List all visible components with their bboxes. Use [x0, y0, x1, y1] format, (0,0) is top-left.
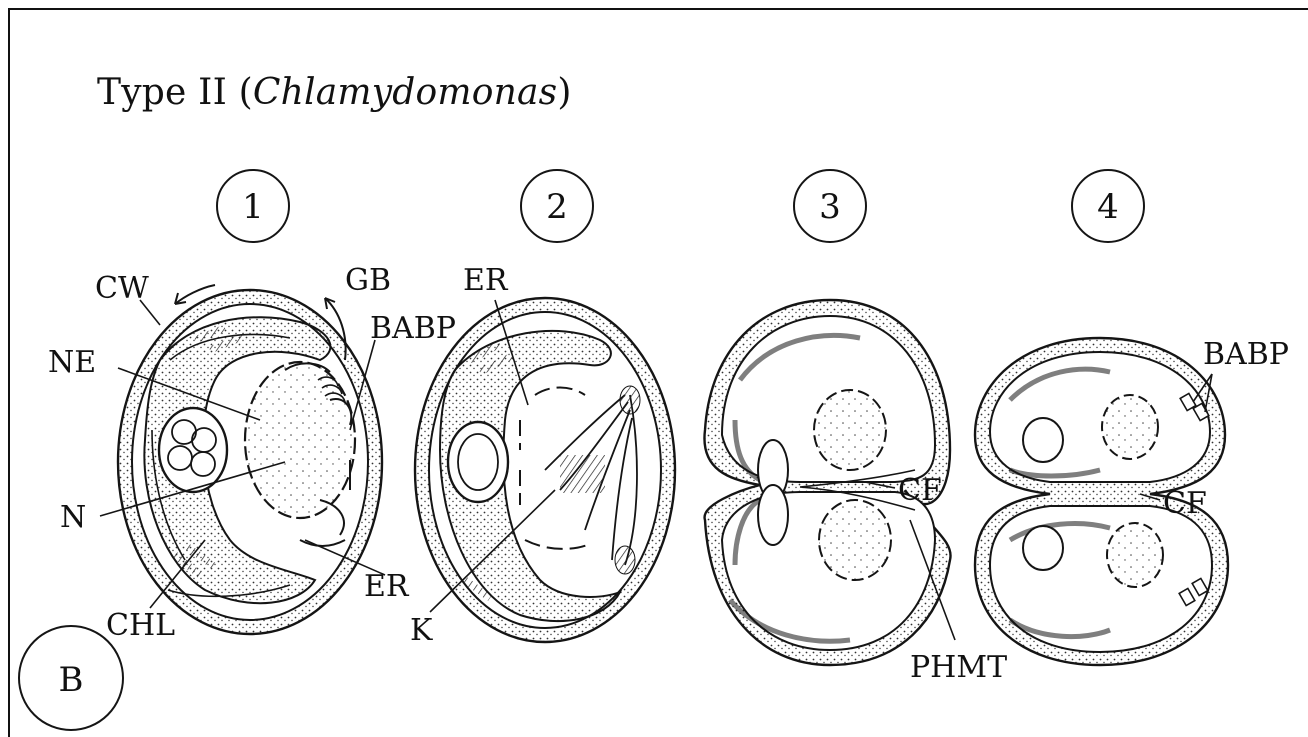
label-phmt: PHMT [910, 650, 1007, 685]
label-ne: NE [48, 345, 96, 380]
stage-number-1-text: 1 [242, 187, 264, 227]
label-n: N [60, 500, 86, 535]
label-gb: GB [345, 263, 391, 298]
nucleus-3-lower [819, 500, 891, 580]
label-babp-1: BABP [370, 311, 456, 346]
label-cw: CW [95, 271, 149, 306]
stage-number-2: 2 [521, 170, 593, 242]
label-er-1: ER [364, 569, 410, 604]
pyrenoid-3 [758, 440, 788, 545]
label-er-2: ER [463, 263, 509, 298]
nucleus-4-upper [1102, 395, 1158, 459]
label-chl: CHL [106, 608, 175, 643]
pyrenoid-1 [159, 408, 227, 492]
cell-stage-2 [415, 298, 675, 642]
pyrenoid-2 [448, 422, 508, 502]
nucleus-4-lower [1107, 523, 1163, 587]
panel-letter-badge: B [19, 626, 123, 730]
cell-stage-1 [118, 285, 382, 634]
nucleus-3-upper [814, 390, 886, 470]
stage-number-2-text: 2 [546, 187, 568, 227]
stage-number-4: 4 [1072, 170, 1144, 242]
panel-letter: B [59, 660, 84, 700]
stage-number-4-text: 4 [1097, 187, 1119, 227]
label-k: K [410, 613, 433, 648]
stage-number-3-text: 3 [819, 187, 841, 227]
label-babp-4: BABP [1203, 337, 1289, 372]
stage-number-3: 3 [794, 170, 866, 242]
label-cf-3: CF [898, 473, 942, 508]
stage-number-1: 1 [217, 170, 289, 242]
label-cf-4: CF [1163, 486, 1207, 521]
